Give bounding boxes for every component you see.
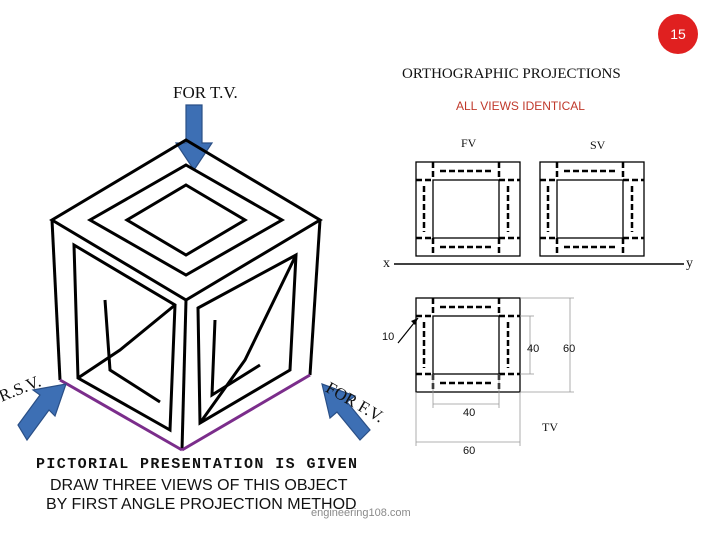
instruction-heading: PICTORIAL PRESENTATION IS GIVEN	[36, 456, 359, 473]
cube-base-edges	[59, 373, 311, 452]
leader-dimension: 10	[382, 331, 395, 343]
isometric-cube	[49, 138, 323, 451]
front-view-arrow-icon	[321, 383, 371, 441]
top-view	[397, 297, 574, 446]
slide-number-badge: 15	[658, 14, 698, 54]
top-view-arrow-icon	[174, 104, 214, 172]
instruction-line-2: BY FIRST ANGLE PROJECTION METHOD	[46, 496, 357, 513]
front-view	[415, 161, 521, 257]
top-view-label: TV	[542, 420, 558, 434]
inner-width-dimension: 40	[463, 407, 476, 419]
top-view-direction-label: FOR T.V.	[173, 83, 238, 102]
front-view-label: FV	[461, 136, 477, 150]
side-view-arrow-icon	[17, 383, 67, 442]
side-view	[539, 161, 645, 257]
x-axis-label: x	[383, 256, 390, 271]
y-axis-label: y	[686, 256, 693, 271]
instruction-line-1: DRAW THREE VIEWS OF THIS OBJECT	[50, 477, 348, 494]
inner-height-dimension: 40	[527, 343, 540, 355]
subtitle: ALL VIEWS IDENTICAL	[456, 99, 585, 113]
side-view-label: SV	[590, 138, 606, 152]
page-title: ORTHOGRAPHIC PROJECTIONS	[402, 66, 621, 82]
outer-width-dimension: 60	[463, 445, 476, 457]
outer-height-dimension: 60	[563, 343, 576, 355]
watermark: engineering108.com	[311, 507, 411, 519]
